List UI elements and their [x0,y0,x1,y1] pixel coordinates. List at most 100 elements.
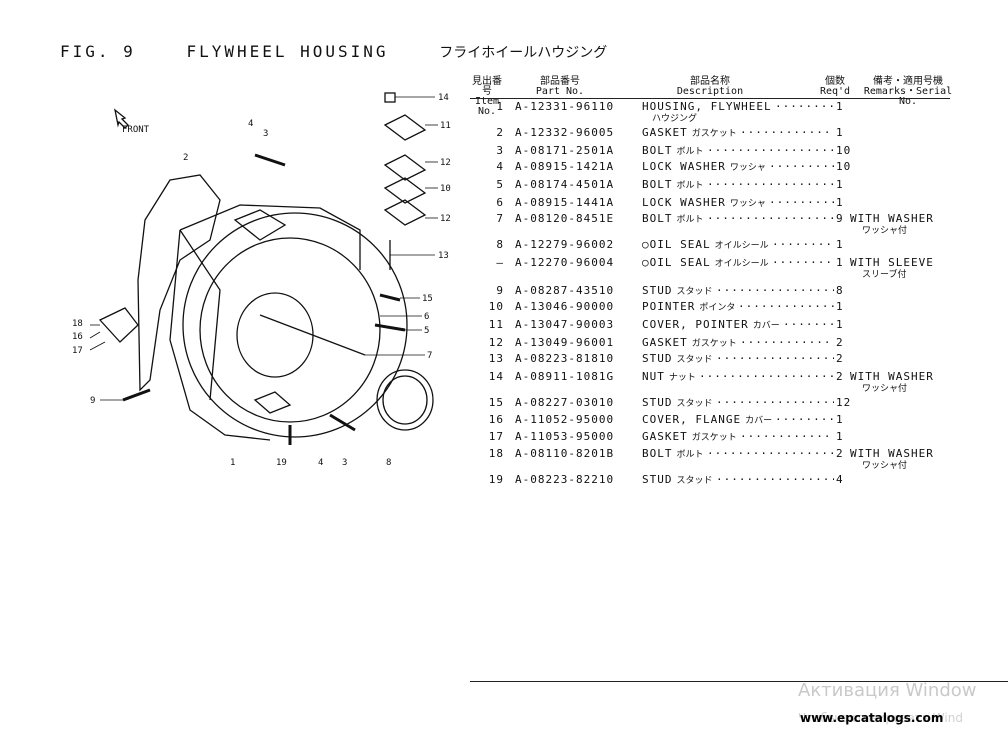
part-no: A-08911-1081G [515,370,615,383]
callout-17: 17 [72,346,83,356]
quantity: 10 [836,144,852,157]
callout-18: 18 [72,319,83,329]
callout-3-top: 3 [263,129,268,139]
dot-leader: ········································… [716,473,834,486]
part-no: A-08287-43510 [515,284,615,297]
callout-16: 16 [72,332,83,342]
dot-leader: ········································… [738,300,834,313]
description-en: COVER, FLANGE [642,413,742,426]
header-rem-jp: 備考・適用号機 [873,76,943,87]
description-jp: スタッド [676,399,713,409]
part-no: A-12332-96005 [515,126,615,139]
callout-12b: 12 [440,214,451,224]
quantity: 1 [836,196,844,209]
description-en: NUT [642,370,665,383]
part-no: A-12279-96002 [515,238,615,251]
quantity: 8 [836,284,844,297]
item-no: 17 [488,430,504,443]
description-en: GASKET [642,430,688,443]
description-en: STUD [642,352,673,365]
description-jp: スタッド [676,355,713,365]
item-no: 4 [496,160,504,173]
dot-leader: ········································… [707,178,834,191]
site-watermark: www.epcatalogs.com [800,711,944,725]
part-no: A-08227-03010 [515,396,615,409]
description-en: ○OIL SEAL [642,256,711,269]
item-no: 5 [496,178,504,191]
housing-ring-outer [182,212,408,438]
dot-leader: ········································… [716,396,834,409]
callout-7: 7 [427,351,432,361]
description-en: BOLT [642,212,673,225]
callout-11: 11 [440,121,451,131]
gasket-12b-shape [383,199,427,226]
description-jp: ボルト [676,181,704,191]
callout-5: 5 [424,326,429,336]
callout-12a: 12 [440,158,451,168]
figure-title: FIG. 9 FLYWHEEL HOUSING フライホイールハウジング [60,42,645,62]
description-sub-jp: ハウジング [652,114,698,124]
item-no: 11 [488,318,504,331]
header-item-no: 見出番号 Item No. [470,77,504,117]
pointer-boss [233,209,287,241]
header-desc-jp: 部品名称 [690,76,730,87]
part-no: A-08223-82210 [515,473,615,486]
header-part-en: Part No. [535,86,585,97]
dot-leader: ········································… [716,284,834,297]
description-jp: ナット [668,373,696,383]
part-no: A-13049-96001 [515,336,615,349]
description-en: BOLT [642,447,673,460]
dot-leader: ········································… [769,160,834,173]
part-no: A-11053-95000 [515,430,615,443]
description-jp: ポインタ [699,303,736,313]
quantity: 2 [836,336,844,349]
item-no: 9 [496,284,504,297]
dot-leader: ········································… [740,430,834,443]
header-part-no: 部品番号 Part No. [505,77,615,97]
description-en: BOLT [642,144,673,157]
dot-leader: ········································… [769,196,834,209]
header-divider [470,98,950,99]
dot-leader: ········································… [716,352,834,365]
part-no: A-13047-90003 [515,318,615,331]
item-no: 6 [496,196,504,209]
description-en: STUD [642,396,673,409]
item-no: 12 [488,336,504,349]
header-qty-jp: 個数 [825,76,845,87]
header-remarks: 備考・適用号機 Remarks・Serial No. [858,77,958,107]
description-en: GASKET [642,336,688,349]
quantity: 12 [836,396,852,409]
header-desc-en: Description [676,86,744,97]
dot-leader: ········································… [772,238,834,251]
bottom-rule [470,681,1008,682]
remark-jp: ワッシャ付 [862,461,908,471]
description-jp: オイルシール [714,259,769,269]
activation-watermark-sub: Чтобы активировать Wind [798,711,963,725]
header-qty-en: Req'd [819,86,851,97]
description-jp: ガスケット [691,339,737,349]
nut-14-shape [384,92,396,103]
callout-4-bottom: 4 [318,458,323,468]
callout-10: 10 [440,184,451,194]
header-rem-en: Remarks・Serial No. [863,86,953,107]
dot-leader: ········································… [707,447,834,460]
dot-leader: ········································… [783,318,834,331]
callout-4-top: 4 [248,119,253,129]
item-no: 15 [488,396,504,409]
header-item-en: Item No. [474,96,500,117]
quantity: 2 [836,352,844,365]
callout-9: 9 [90,396,95,406]
description-en: COVER, POINTER [642,318,749,331]
header-description: 部品名称 Description [650,77,770,97]
callout-13: 13 [438,251,449,261]
